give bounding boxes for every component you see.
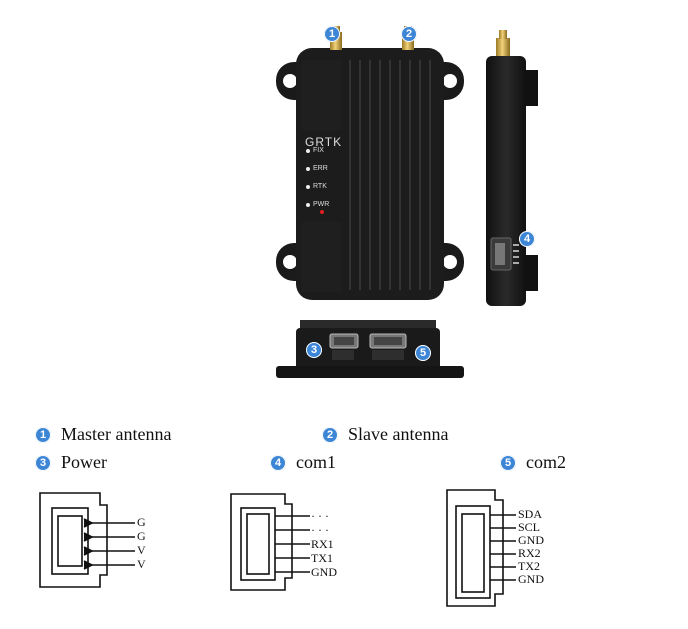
- com1-pin-labels: · · · · · · RX1 TX1 GND: [311, 509, 337, 579]
- led-err-label: ERR: [313, 165, 328, 172]
- power-pin-1: G: [137, 515, 146, 529]
- led-pwr-label: PWR: [313, 201, 330, 208]
- com1-pin-3: RX1: [311, 537, 334, 551]
- legend-power: 3 Power: [35, 452, 107, 473]
- com2-pin-1: SDA: [518, 507, 543, 521]
- power-pin-diagram: [39, 492, 135, 588]
- legend-label-1: Master antenna: [61, 424, 172, 444]
- legend-badge-5: 5: [500, 454, 516, 471]
- front-view: [276, 26, 464, 300]
- legend-label-4: com1: [296, 452, 336, 472]
- legend-master-antenna: 1 Master antenna: [35, 424, 171, 445]
- legend-badge-4: 4: [270, 454, 286, 471]
- legend-com1: 4 com1: [270, 452, 336, 473]
- com2-pin-3: GND: [518, 533, 544, 547]
- com2-pin-4: RX2: [518, 546, 541, 560]
- brand-label: GRTK: [305, 135, 343, 149]
- led-rtk-label: RTK: [313, 183, 327, 190]
- led-pwr: PWR: [306, 201, 329, 208]
- callout-2-badge: 2: [401, 26, 417, 42]
- legend-label-5: com2: [526, 452, 566, 472]
- side-view: [486, 30, 538, 306]
- legend-badge-1: 1: [35, 426, 51, 443]
- com2-pin-5: TX2: [518, 559, 540, 573]
- power-pin-3: V: [137, 543, 146, 557]
- com2-pin-diagram: [446, 489, 516, 607]
- com2-port: [369, 333, 407, 360]
- com1-pin-4: TX1: [311, 551, 333, 565]
- pwr-red-dot: [320, 210, 324, 214]
- led-fix-label: FIX: [313, 147, 324, 154]
- callout-3-badge: 3: [306, 342, 322, 358]
- bottom-view: [276, 320, 464, 378]
- com2-pin-2: SCL: [518, 520, 541, 534]
- legend-label-3: Power: [61, 452, 107, 472]
- legend-badge-2: 2: [322, 426, 338, 443]
- com2-pin-labels: SDA SCL GND RX2 TX2 GND: [518, 508, 544, 586]
- com1-pin-1: · · ·: [311, 509, 329, 523]
- led-err: ERR: [306, 165, 328, 172]
- power-pin-4: V: [137, 557, 146, 571]
- power-port: [329, 333, 359, 360]
- power-pin-labels: G G V V: [137, 515, 146, 571]
- callout-5-badge: 5: [415, 345, 431, 361]
- led-rtk: RTK: [306, 183, 327, 190]
- legend-slave-antenna: 2 Slave antenna: [322, 424, 448, 445]
- com1-pin-diagram: [230, 493, 310, 591]
- com2-pin-6: GND: [518, 572, 544, 586]
- com1-pin-5: GND: [311, 565, 337, 579]
- callout-1-badge: 1: [324, 26, 340, 42]
- power-pin-2: G: [137, 529, 146, 543]
- legend-badge-3: 3: [35, 454, 51, 471]
- led-fix: FIX: [306, 147, 324, 154]
- legend-label-2: Slave antenna: [348, 424, 449, 444]
- legend-com2: 5 com2: [500, 452, 566, 473]
- com1-pin-2: · · ·: [311, 523, 329, 537]
- callout-4-badge: 4: [519, 231, 535, 247]
